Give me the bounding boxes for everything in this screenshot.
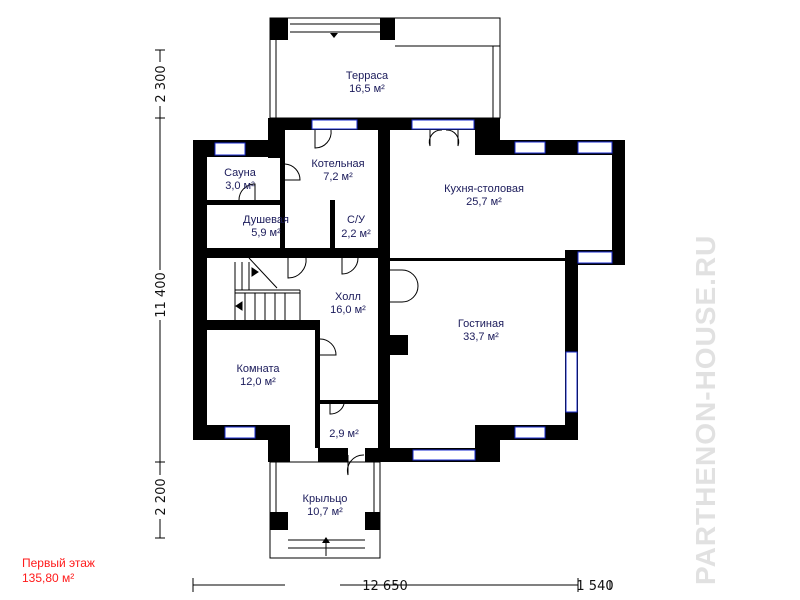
room-living-area: 33,7 м² — [463, 331, 499, 343]
horizontal-dimension — [192, 578, 611, 592]
stair-arrow-icon — [235, 301, 243, 311]
room-hall-name: Холл — [335, 291, 361, 303]
room-shower-area: 5,9 м² — [251, 227, 281, 239]
room-labels: Терраса 16,5 м² Сауна 3,0 м² Котельная 7… — [224, 70, 524, 518]
dim-terrace-depth: 2 300 — [154, 65, 169, 102]
room-kitchen-area: 25,7 м² — [466, 196, 502, 208]
room-wc-area: 2,2 м² — [341, 228, 371, 240]
room-porch-name: Крыльцо — [303, 493, 348, 505]
room-closet-area: 2,9 м² — [329, 428, 359, 440]
watermark: PARTHENON-HOUSE.RU — [690, 234, 721, 585]
dim-house-width: 12 650 — [362, 579, 408, 594]
terrace — [269, 17, 501, 119]
room-hall-area: 16,0 м² — [330, 304, 366, 316]
entry-arrow-icon — [322, 537, 330, 543]
dim-porch-depth: 2 200 — [154, 478, 169, 515]
room-sauna-name: Сауна — [224, 167, 257, 179]
room-porch-area: 10,7 м² — [307, 506, 343, 518]
room-living-name: Гостиная — [458, 318, 504, 330]
room-terrace-name: Терраса — [346, 70, 389, 82]
room-shower-name: Душевая — [243, 214, 289, 226]
room-boiler-area: 7,2 м² — [323, 171, 353, 183]
dim-extension-width: 1 540 — [576, 579, 613, 594]
floor-title: Первый этаж — [22, 556, 95, 570]
room-bedroom-area: 12,0 м² — [240, 376, 276, 388]
staircase — [234, 257, 301, 320]
stair-arrow-icon — [251, 267, 259, 277]
room-terrace-area: 16,5 м² — [349, 83, 385, 95]
room-bedroom-name: Комната — [236, 363, 280, 375]
room-boiler-name: Котельная — [311, 158, 364, 170]
dim-house-depth: 11 400 — [154, 272, 169, 318]
room-wc-name: С/У — [347, 214, 366, 226]
porch — [269, 461, 381, 559]
doors — [238, 129, 460, 476]
windows — [214, 119, 613, 461]
room-kitchen-name: Кухня-столовая — [444, 183, 524, 195]
entry-arrow-icon — [330, 33, 338, 38]
floor-total-area: 135,80 м² — [22, 571, 75, 585]
room-sauna-area: 3,0 м² — [225, 180, 255, 192]
floor-info: Первый этаж 135,80 м² — [22, 556, 95, 586]
